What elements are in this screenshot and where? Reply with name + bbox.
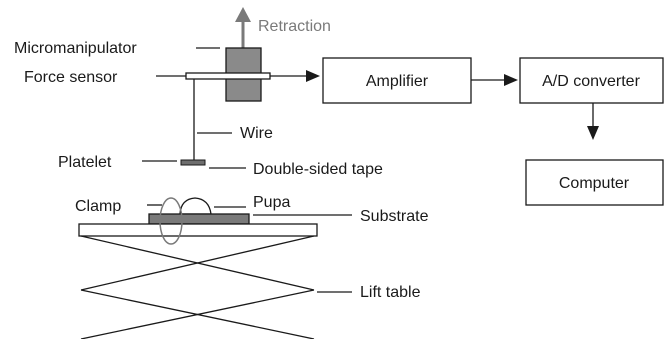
lift-table-top	[78, 223, 318, 237]
platelet-with-tape	[180, 159, 206, 166]
ad-converter-label: A/D converter	[542, 73, 640, 90]
clamp-label: Clamp	[75, 198, 121, 215]
force-sensor-bar	[185, 72, 271, 80]
wire-label: Wire	[240, 125, 273, 142]
ad-converter-block	[519, 57, 664, 104]
micromanipulator-label: Micromanipulator	[14, 40, 137, 57]
substrate-label: Substrate	[360, 208, 429, 225]
lift-table-label: Lift table	[360, 284, 421, 301]
lift-table-scissors	[80, 235, 315, 339]
computer-label: Computer	[559, 175, 630, 192]
amplifier-label: Amplifier	[366, 73, 429, 90]
retraction-arrow	[235, 7, 251, 48]
amplifier-block	[322, 57, 472, 104]
substrate-block	[148, 213, 250, 225]
force-sensor-label: Force sensor	[24, 69, 118, 86]
clamp-ring	[159, 197, 183, 245]
amplifier-to-adc-arrow	[471, 74, 518, 86]
pupa-label: Pupa	[253, 194, 290, 211]
platelet-label: Platelet	[58, 154, 112, 171]
retraction-label: Retraction	[258, 18, 331, 35]
pupa-shape	[179, 197, 212, 215]
adc-to-computer-arrow	[587, 103, 599, 140]
tape-label: Double-sided tape	[253, 161, 383, 178]
sensor-to-amplifier-arrow	[270, 70, 320, 82]
computer-block	[525, 159, 664, 206]
